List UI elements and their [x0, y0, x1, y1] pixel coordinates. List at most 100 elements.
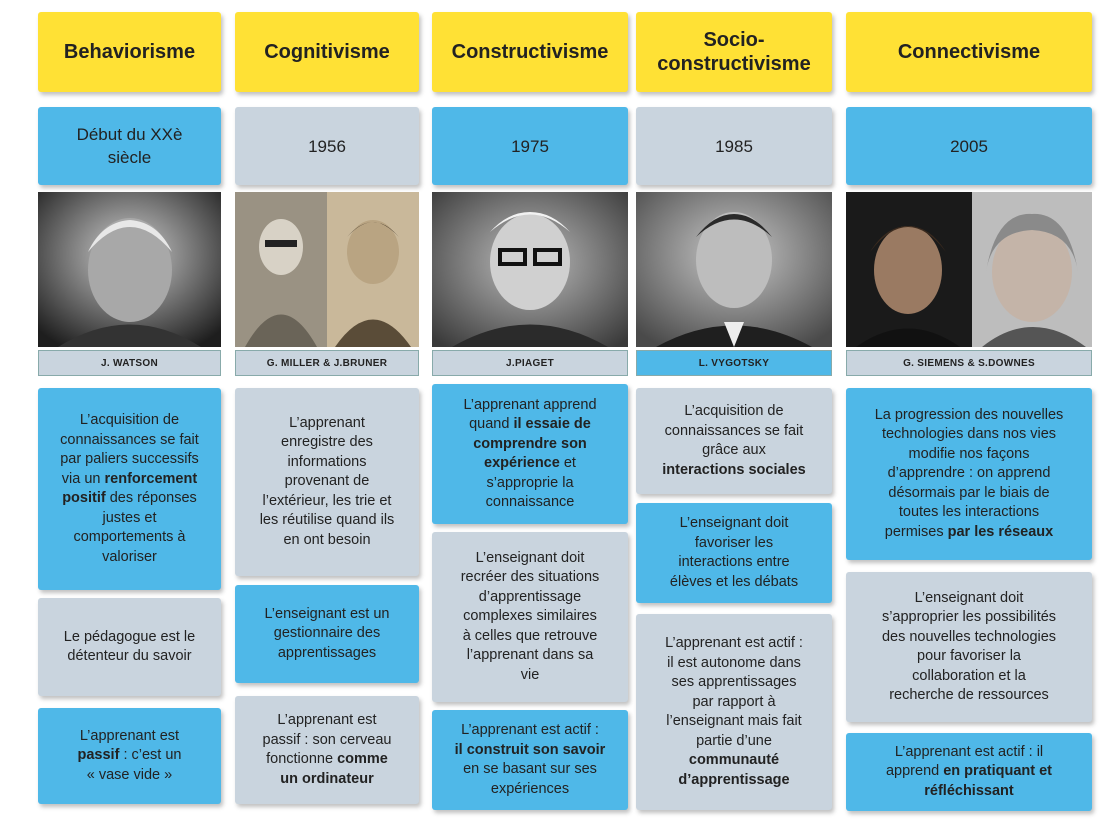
text-line: modifie nos façons [908, 445, 1030, 462]
photo-siemens-downes [846, 192, 1092, 347]
text-line: technologies dans nos vies [881, 426, 1057, 443]
name-piaget: J.PIAGET [432, 350, 628, 376]
photo-watson [38, 192, 221, 347]
text-line: favoriser les [694, 534, 774, 551]
text-line: l’apprenant dans sa [466, 647, 594, 664]
photo-vygotsky [636, 192, 832, 347]
name-siemens-downes: G. SIEMENS & S.DOWNES [846, 350, 1092, 376]
text-line: des nouvelles technologies [881, 628, 1057, 645]
text-line: apprentissages [277, 644, 377, 661]
text-line: L’apprenant apprend [463, 396, 597, 413]
name-vygotsky: L. VYGOTSKY [636, 350, 832, 376]
emphasis-text: réfléchissant [924, 782, 1014, 799]
text-line: L’apprenant est actif : [665, 635, 803, 651]
emphasis-text: il essaie de [513, 416, 591, 432]
text-line: L’enseignant doit [679, 515, 789, 531]
text-block-lines: L’apprenant apprend quand il essaie de com… [463, 396, 596, 513]
text-line: d’apprentissage [665, 771, 803, 791]
text-line: passif : son cerveau [262, 731, 392, 748]
text-block-3-2: L’apprenant est actif : il est autonome d… [636, 614, 832, 810]
text-line: pour favoriser la [917, 648, 1021, 664]
text-line: connaissances se fait [664, 422, 804, 439]
text-line: communauté [665, 751, 803, 771]
text-line: quand il essaie de [469, 416, 591, 432]
text-line: connaissance [485, 494, 575, 510]
text-line: L’apprenant [289, 414, 365, 431]
text-line: Le pédagogue est le [63, 628, 196, 645]
text-line: L’apprenant est [79, 727, 180, 744]
text-line: informations [287, 453, 367, 470]
text-line: L’enseignant doit [914, 589, 1024, 606]
name-watson: J. WATSON [38, 350, 221, 376]
text-line: toutes les interactions [898, 504, 1040, 521]
emphasis-text: d’apprentissage [678, 771, 790, 788]
text-line: connaissances se fait [60, 431, 199, 448]
emphasis-text: passif [77, 747, 120, 764]
text-line: d’apprentissage [478, 588, 582, 605]
text-line: La progression des nouvelles [874, 406, 1064, 423]
text-line: enregistre des [281, 434, 373, 451]
text-block-4-0: La progression des nouvelles technologies… [846, 388, 1092, 560]
emphasis-text: comprendre son [473, 435, 587, 452]
text-line: grâce aux [702, 442, 766, 458]
emphasis-text: comme [337, 751, 388, 767]
date-text: Début du XXè siècle [76, 125, 183, 167]
date-constructivisme: 1975 [432, 107, 628, 185]
date-text: 1985 [715, 136, 753, 156]
text-line: interactions sociales [662, 461, 805, 481]
text-line: expériences [490, 780, 570, 797]
text-line: L’apprenant est actif : [461, 722, 599, 738]
text-line: réfléchissant [886, 782, 1052, 802]
header-cognitivisme: Cognitivisme [235, 12, 419, 92]
text-line: passif : c’est un [77, 747, 182, 764]
text-block-lines: La progression des nouvelles technologies… [875, 406, 1064, 543]
date-socio-constructivisme: 1985 [636, 107, 832, 185]
text-line: expérience et [484, 455, 576, 471]
text-line: partie d’une [696, 732, 772, 749]
text-line: complexes similaires [463, 608, 597, 625]
emphasis-text: en pratiquant et [943, 763, 1052, 780]
text-line: justes et [102, 509, 157, 526]
header-socio-constructivisme: Socio-constructivisme [636, 12, 832, 92]
text-line: collaboration et la [912, 667, 1026, 684]
text-line: via un renforcement [61, 470, 198, 487]
date-behaviorisme: Début du XXè siècle [38, 107, 221, 185]
text-line: il construit son savoir [455, 741, 606, 761]
text-line: d’apprendre : on apprend [887, 465, 1051, 482]
text-line: élèves et les débats [669, 573, 799, 590]
date-text: 1956 [308, 136, 346, 156]
name-miller-bruner: G. MILLER & J.BRUNER [235, 350, 419, 376]
text-line: il est autonome dans [667, 654, 801, 671]
text-line: L’enseignant doit [475, 549, 585, 566]
emphasis-text: interactions sociales [662, 461, 806, 478]
text-block-2-2: L’apprenant est actif : il construit son … [432, 710, 628, 810]
photo-piaget [432, 192, 628, 347]
header-connectivisme: Connectivisme [846, 12, 1092, 92]
emphasis-text: expérience [484, 455, 560, 471]
text-block-lines: L’apprenant est actif : il est autonome d… [665, 634, 803, 790]
text-line: un ordinateur [263, 770, 392, 790]
text-block-2-0: L’apprenant apprend quand il essaie de com… [432, 384, 628, 524]
text-line: comportements à [73, 529, 186, 545]
text-line: l’extérieur, les trie et [262, 492, 392, 509]
text-line: par rapport à [692, 693, 776, 710]
text-line: valoriser [102, 548, 157, 565]
emphasis-text: par les réseaux [947, 523, 1054, 540]
text-line: vie [520, 666, 540, 683]
